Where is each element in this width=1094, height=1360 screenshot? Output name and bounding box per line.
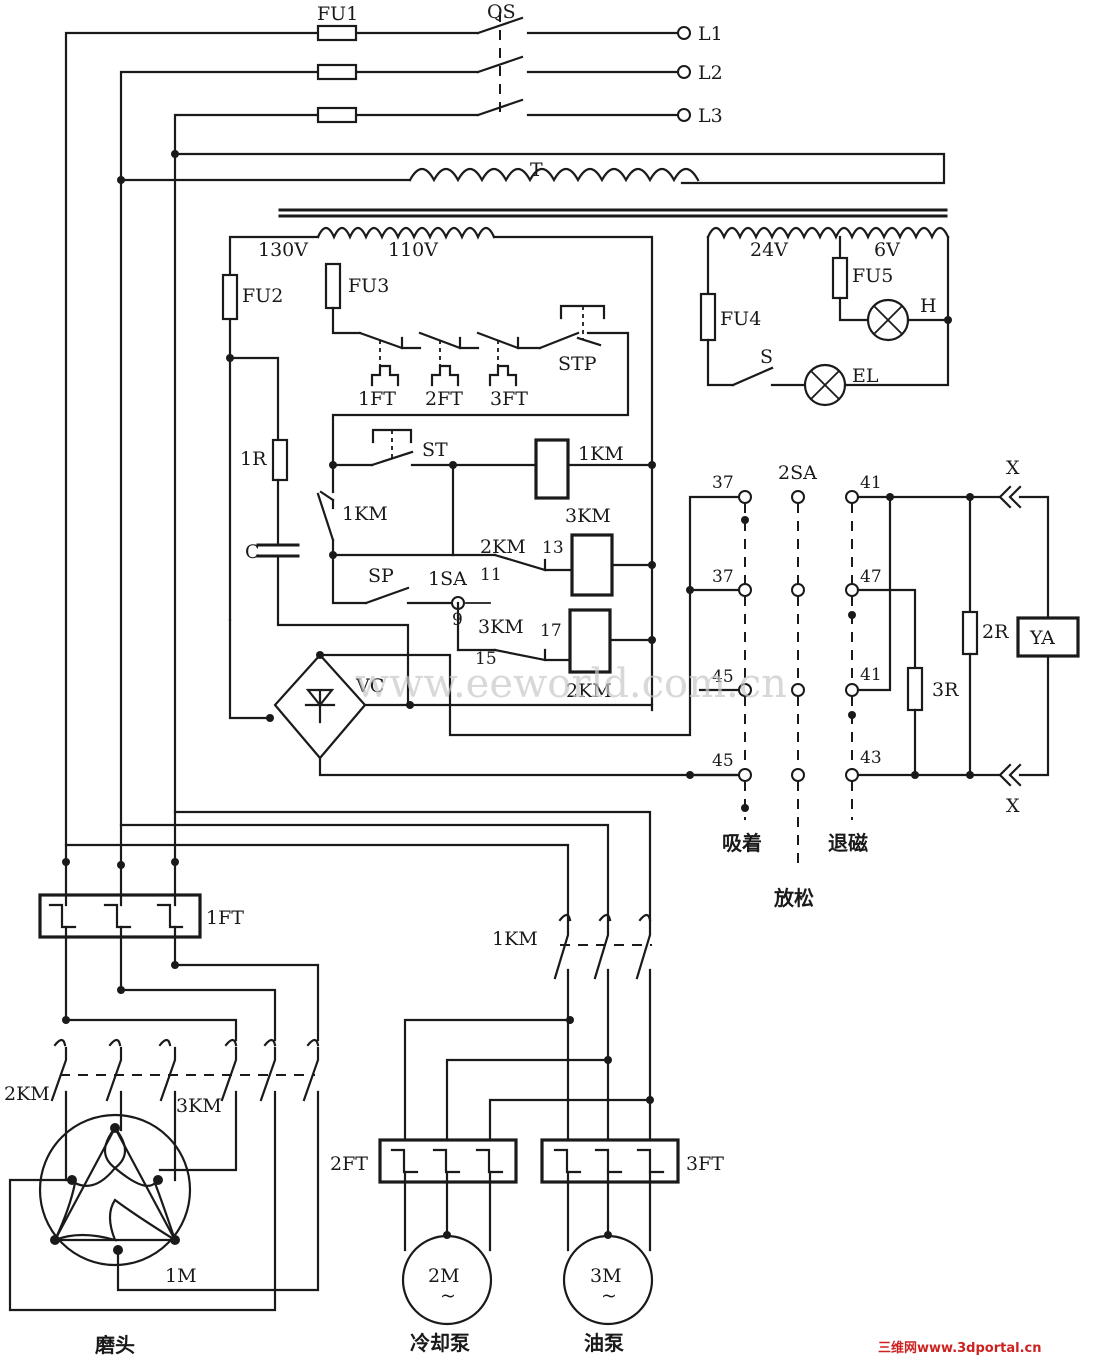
3ft-nc-label: 3FT xyxy=(490,388,528,410)
lamp-el-label: EL xyxy=(852,365,879,387)
2km-main-label: 2KM xyxy=(4,1083,50,1105)
fuse-fu1 xyxy=(316,24,358,124)
l1-label: L1 xyxy=(698,23,723,45)
2km-nc-label: 2KM xyxy=(480,536,526,558)
fuse-fu5 xyxy=(831,256,849,300)
resistor-1r xyxy=(271,438,289,482)
st-label: ST xyxy=(422,439,448,461)
thermal-relay-3ft xyxy=(540,1138,680,1184)
capacitor-label: C xyxy=(245,541,260,563)
motor-1m-label: 1M xyxy=(165,1265,197,1287)
fu4-label: FU4 xyxy=(720,308,761,330)
coil-1km xyxy=(534,438,570,500)
fu2-label: FU2 xyxy=(242,285,283,307)
fu1-label: FU1 xyxy=(317,3,358,25)
resistor-3r xyxy=(906,666,924,712)
2ft-main-label: 2FT xyxy=(330,1153,368,1175)
term-37b-label: 37 xyxy=(712,567,734,587)
sp-label: SP xyxy=(368,565,394,587)
term-43-label: 43 xyxy=(860,748,882,768)
stp-label: STP xyxy=(558,353,597,375)
2sa-label: 2SA xyxy=(778,462,817,484)
switch-qs xyxy=(476,12,524,117)
plug-x-bottom-label: X xyxy=(1006,795,1020,817)
term-47-label: 47 xyxy=(860,567,882,587)
tap-130v-label: 130V xyxy=(258,239,308,261)
qs-label: QS xyxy=(487,1,516,23)
resistor-2r xyxy=(961,610,979,656)
1r-label: 1R xyxy=(240,448,267,470)
fuse-fu3 xyxy=(324,262,342,310)
lamp-h-label: H xyxy=(920,295,937,317)
term-37a-label: 37 xyxy=(712,473,734,493)
plug-x-top-label: X xyxy=(1006,457,1020,479)
switch-s-label: S xyxy=(760,346,773,368)
terminal-l2 xyxy=(677,65,691,79)
motor-3m-label: 3M xyxy=(590,1265,622,1287)
ya-label: YA xyxy=(1029,627,1055,649)
node-15-label: 15 xyxy=(475,649,497,669)
rectifier-vc-label: VC xyxy=(355,675,384,697)
fu5-label: FU5 xyxy=(852,265,893,287)
fuse-fu2 xyxy=(221,273,239,321)
coolant-pump-label: 冷却泵 xyxy=(410,1331,470,1355)
fuse-fu4 xyxy=(699,292,717,342)
grinder-motor-circuit xyxy=(8,810,652,1312)
coil-3km-label: 3KM xyxy=(565,505,611,527)
transformer-t xyxy=(117,150,950,712)
3ft-main-label: 3FT xyxy=(686,1153,724,1175)
motor-3m-ac-label: ~ xyxy=(601,1285,617,1307)
lighting-circuit xyxy=(699,235,952,407)
position-release-label: 放松 xyxy=(773,886,814,910)
motor-2m-ac-label: ~ xyxy=(440,1285,456,1307)
tap-110v-label: 110V xyxy=(388,239,438,261)
term-45a-label: 45 xyxy=(712,667,734,687)
oil-pump-label: 油泵 xyxy=(584,1331,624,1355)
chuck-ya xyxy=(1016,616,1080,658)
term-41b-label: 41 xyxy=(860,665,882,685)
term-45b-label: 45 xyxy=(712,751,734,771)
1sa-label: 1SA xyxy=(428,568,467,590)
1km-main-label: 1KM xyxy=(492,928,538,950)
terminal-l1 xyxy=(677,26,691,40)
3r-label: 3R xyxy=(932,679,959,701)
1ft-main-label: 1FT xyxy=(206,907,244,929)
l2-label: L2 xyxy=(698,62,723,84)
transformer-label: T xyxy=(530,159,543,181)
terminal-l3 xyxy=(677,108,691,122)
motor-2m-label: 2M xyxy=(428,1265,460,1287)
1ft-nc-label: 1FT xyxy=(358,388,396,410)
tap-6v-label: 6V xyxy=(874,239,900,261)
2ft-nc-label: 2FT xyxy=(425,388,463,410)
pump-circuit xyxy=(378,913,680,1326)
3km-main-label: 3KM xyxy=(176,1095,222,1117)
term-41a-label: 41 xyxy=(860,473,882,493)
coil-3km xyxy=(570,533,614,597)
coil-2km-label: 2KM xyxy=(566,680,612,702)
l3-label: L3 xyxy=(698,105,723,127)
1km-contact-label: 1KM xyxy=(342,503,388,525)
node-13-label: 13 xyxy=(542,538,564,558)
watermark-text: www.eeworld.com.cn xyxy=(355,661,787,707)
fu3-label: FU3 xyxy=(348,275,389,297)
control-circuit xyxy=(221,262,742,779)
motor-3m xyxy=(562,1234,654,1326)
node-9-label: 9 xyxy=(452,610,463,630)
tap-24v-label: 24V xyxy=(750,239,788,261)
3km-nc-label: 3KM xyxy=(478,616,524,638)
coil-1km-label: 1KM xyxy=(578,443,624,465)
2r-label: 2R xyxy=(982,621,1009,643)
corner-watermark: 三维网www.3dportal.cn xyxy=(878,1340,1041,1356)
power-lines xyxy=(64,31,682,867)
node-17-label: 17 xyxy=(540,621,562,641)
motor-2m xyxy=(401,1234,493,1326)
motor-1m xyxy=(38,1113,192,1267)
position-attract-label: 吸着 xyxy=(722,831,762,855)
position-demag-label: 退磁 xyxy=(828,831,868,855)
grinder-label: 磨头 xyxy=(95,1333,135,1357)
selector-2sa xyxy=(738,485,1080,870)
node-11-label: 11 xyxy=(480,565,502,585)
